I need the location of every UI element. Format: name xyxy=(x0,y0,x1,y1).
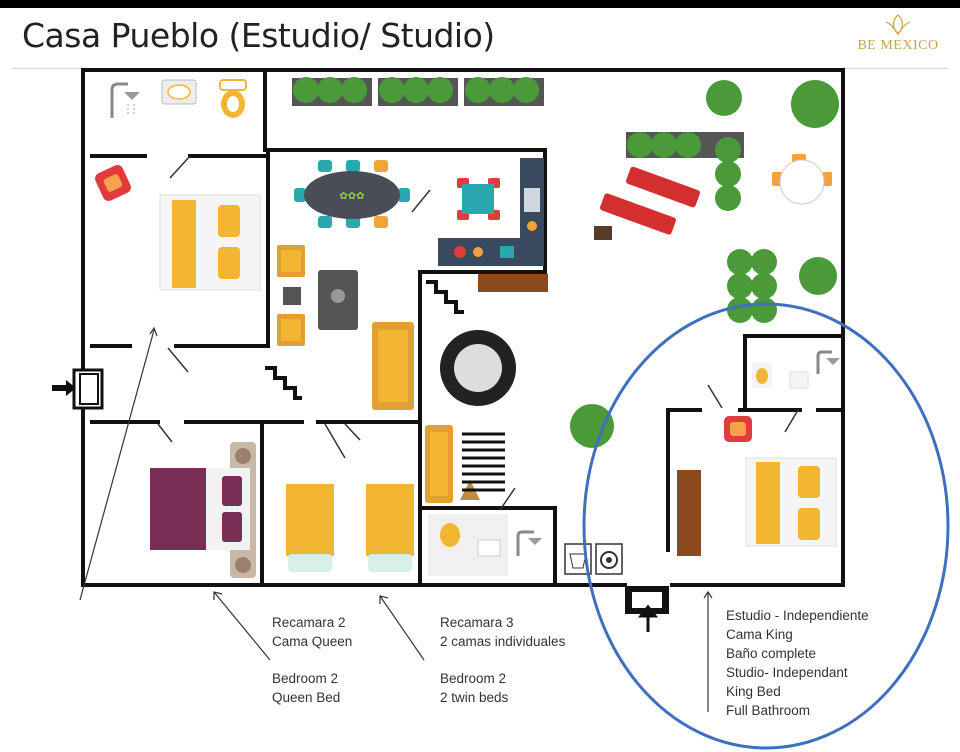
label-recamara2-title: Recamara 2 xyxy=(272,615,346,630)
page-title: Casa Pueblo (Estudio/ Studio) xyxy=(22,16,495,55)
label-estudio-line1: Cama King xyxy=(726,627,793,642)
pointer-lines xyxy=(79,326,713,712)
label-studio-title: Studio- Independant xyxy=(726,665,848,680)
stairs-center xyxy=(426,280,464,314)
small-table xyxy=(457,178,500,220)
label-recamara2: Recamara 2 Cama Queen xyxy=(272,613,352,651)
center-bathroom xyxy=(428,514,508,576)
shower-icon xyxy=(110,82,140,118)
stair-treads xyxy=(462,432,505,492)
label-bedroom2b-title: Bedroom 2 xyxy=(440,671,507,686)
studio-desk xyxy=(677,470,701,556)
stairs xyxy=(265,366,302,400)
living-area xyxy=(277,245,414,410)
label-recamara3-sub: 2 camas individuales xyxy=(440,634,566,649)
label-recamara3: Recamara 3 2 camas individuales xyxy=(440,613,565,651)
entry-arrow-icon xyxy=(625,586,669,632)
king-bed xyxy=(745,457,837,547)
plants xyxy=(292,77,839,448)
svg-text:✿✿✿: ✿✿✿ xyxy=(339,191,364,202)
queen-bed xyxy=(150,442,256,578)
toilet-icon xyxy=(219,79,247,118)
sofa xyxy=(425,425,480,503)
patio-table xyxy=(772,154,832,205)
label-recamara2-sub: Cama Queen xyxy=(272,634,353,649)
studio-highlight-circle xyxy=(582,302,950,750)
studio-armchair xyxy=(724,416,752,442)
label-bedroom2b: Bedroom 2 2 twin beds xyxy=(440,669,508,707)
door-swings xyxy=(157,155,799,511)
washer-icon xyxy=(595,543,623,575)
label-estudio: Estudio - Independiente Cama King Baño c… xyxy=(726,606,869,720)
label-studio-line2: Full Bathroom xyxy=(726,703,811,718)
logo-emblem-icon xyxy=(885,14,911,36)
label-estudio-line2: Baño complete xyxy=(726,646,817,661)
label-bedroom2a: Bedroom 2 Queen Bed xyxy=(272,669,340,707)
label-studio-line1: King Bed xyxy=(726,684,781,699)
studio-bathroom xyxy=(752,362,809,389)
label-bedroom2a-title: Bedroom 2 xyxy=(272,671,339,686)
walls xyxy=(81,68,845,587)
bed-top-left xyxy=(159,194,261,291)
entry-door-icon xyxy=(52,368,104,410)
round-table xyxy=(440,330,516,406)
dining-table: ✿✿✿ xyxy=(294,160,410,228)
logo: BE MEXICO xyxy=(848,12,948,62)
sink-icon xyxy=(161,79,197,105)
twin-beds xyxy=(286,484,414,572)
label-bedroom2b-sub: 2 twin beds xyxy=(440,690,509,705)
armchair xyxy=(95,165,131,201)
logo-text: BE MEXICO xyxy=(857,38,939,53)
shower-icon-center xyxy=(516,530,542,556)
label-recamara3-title: Recamara 3 xyxy=(440,615,514,630)
sun-loungers xyxy=(594,166,701,240)
label-estudio-title: Estudio - Independiente xyxy=(726,608,869,623)
label-bedroom2a-sub: Queen Bed xyxy=(272,690,341,705)
kitchen-counter xyxy=(438,158,548,292)
shower-icon-studio xyxy=(816,350,840,374)
